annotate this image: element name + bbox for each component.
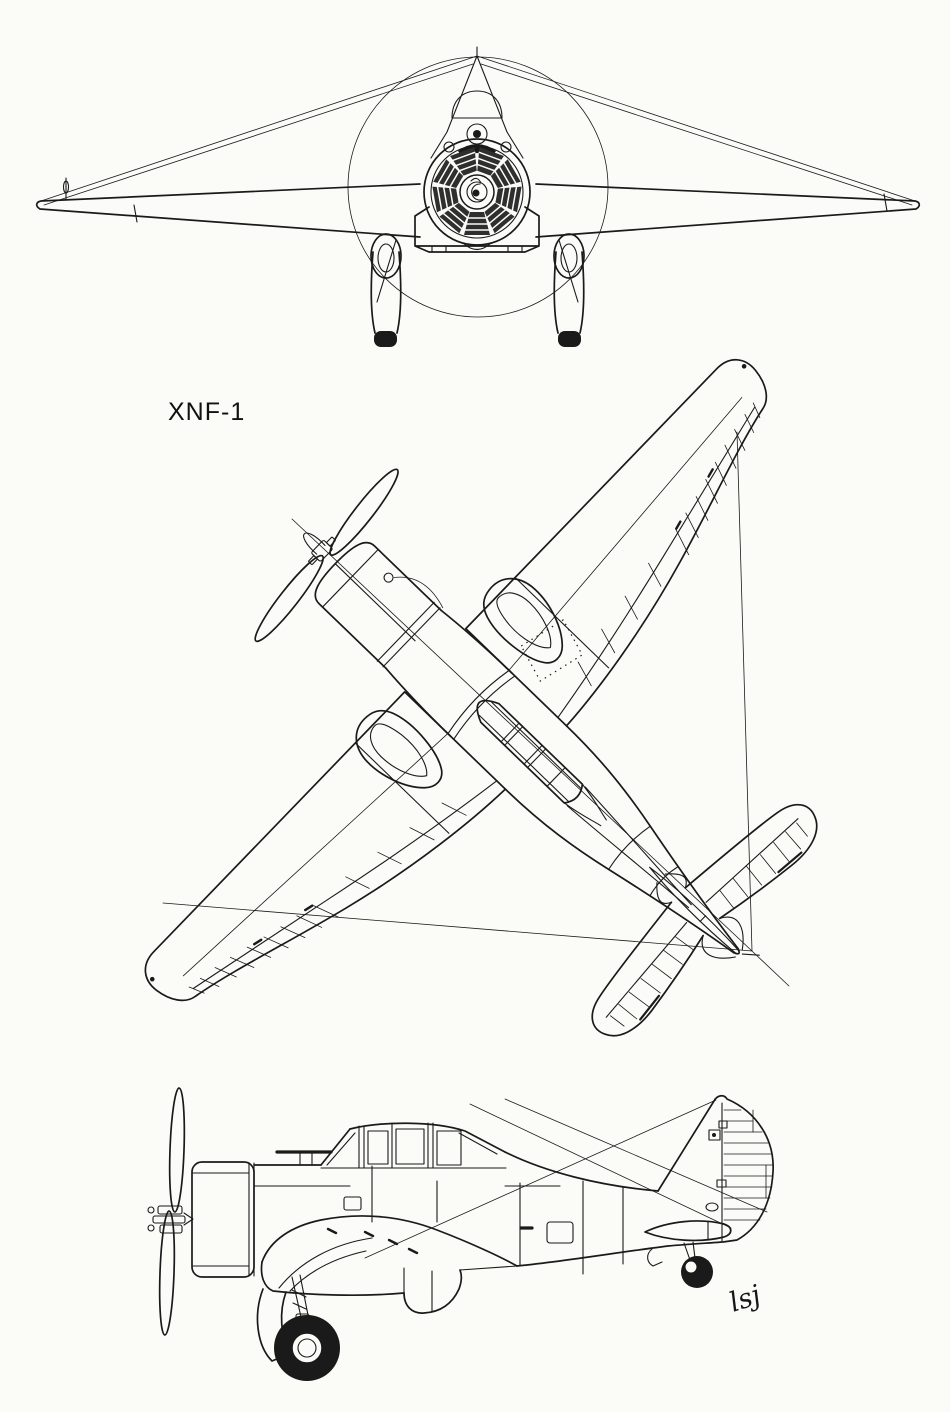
plan-canopy	[476, 699, 607, 827]
tire-right	[558, 331, 581, 347]
side-fuselage-panels	[253, 1165, 723, 1275]
plan-cowling	[314, 541, 444, 670]
plan-stabilizer-left	[591, 882, 736, 1037]
side-cowling	[191, 1161, 255, 1278]
front-headrest-fin	[430, 46, 524, 159]
tail-wheel	[647, 1241, 713, 1288]
walkway-outline	[520, 618, 584, 682]
tire-left	[374, 331, 397, 347]
rear-deck	[504, 1151, 659, 1192]
engine-cowling	[423, 138, 531, 251]
plan-fin	[649, 866, 740, 955]
plan-bracing-wires	[162, 431, 790, 987]
landing-gear-left	[370, 233, 402, 347]
wing-profile	[260, 1215, 518, 1314]
aircraft-designation: XNF-1	[168, 398, 245, 426]
plan-propeller	[254, 468, 399, 643]
artist-signature: lsj	[726, 1280, 765, 1319]
plan-fuselage	[385, 609, 760, 956]
front-view	[35, 46, 921, 347]
front-bracing-wires	[40, 55, 916, 206]
front-fuselage	[414, 206, 540, 253]
front-wings	[35, 177, 921, 238]
fin-rudder	[657, 1095, 774, 1243]
side-bracing-wires	[364, 1098, 768, 1259]
plan-wing-right	[464, 358, 768, 727]
side-propeller	[147, 1087, 194, 1336]
gear-fairing-left	[355, 709, 443, 789]
stabilizer-profile	[644, 1220, 732, 1242]
landing-gear-right	[553, 233, 585, 347]
plan-wing-left	[144, 691, 507, 1002]
side-canopy	[253, 1122, 507, 1169]
side-view	[147, 1087, 774, 1381]
plan-view	[144, 358, 818, 1037]
main-gear	[256, 1274, 340, 1381]
gear-fairing-right	[482, 577, 564, 664]
